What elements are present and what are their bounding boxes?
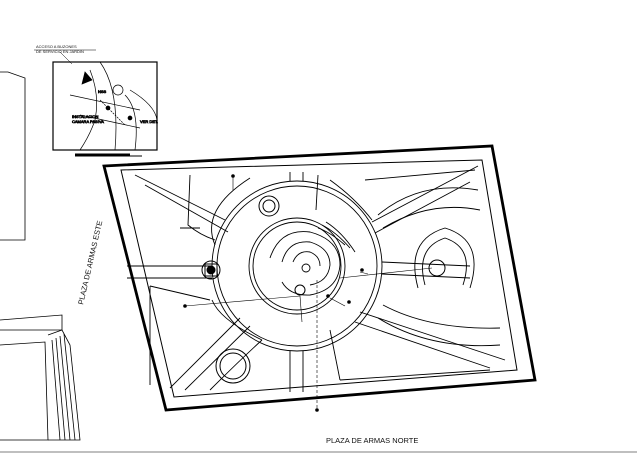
- inset-detail: NSS VER DET. INSTALACION CAMARA PASIVA: [52, 61, 158, 157]
- svg-text:INSTALACION: INSTALACION: [72, 114, 98, 119]
- inset-title-2: DE SERVICIO EN JARDIN: [36, 49, 84, 54]
- street-label-west: PLAZA DE ARMAS ESTE: [76, 220, 104, 306]
- planters: [201, 195, 446, 384]
- inset-title-1: ACCESO A BUZONES: [36, 44, 77, 49]
- surrounding-blocks: [0, 71, 637, 453]
- svg-text:CAMARA PASIVA: CAMARA PASIVA: [72, 119, 104, 124]
- svg-text:NSS: NSS: [98, 89, 107, 94]
- garden-layout: [127, 165, 506, 392]
- plaza-boundary: [102, 144, 537, 412]
- svg-text:VER DET.: VER DET.: [140, 119, 158, 124]
- utility-lines: [183, 174, 433, 412]
- street-label-south: PLAZA DE ARMAS NORTE: [326, 436, 418, 445]
